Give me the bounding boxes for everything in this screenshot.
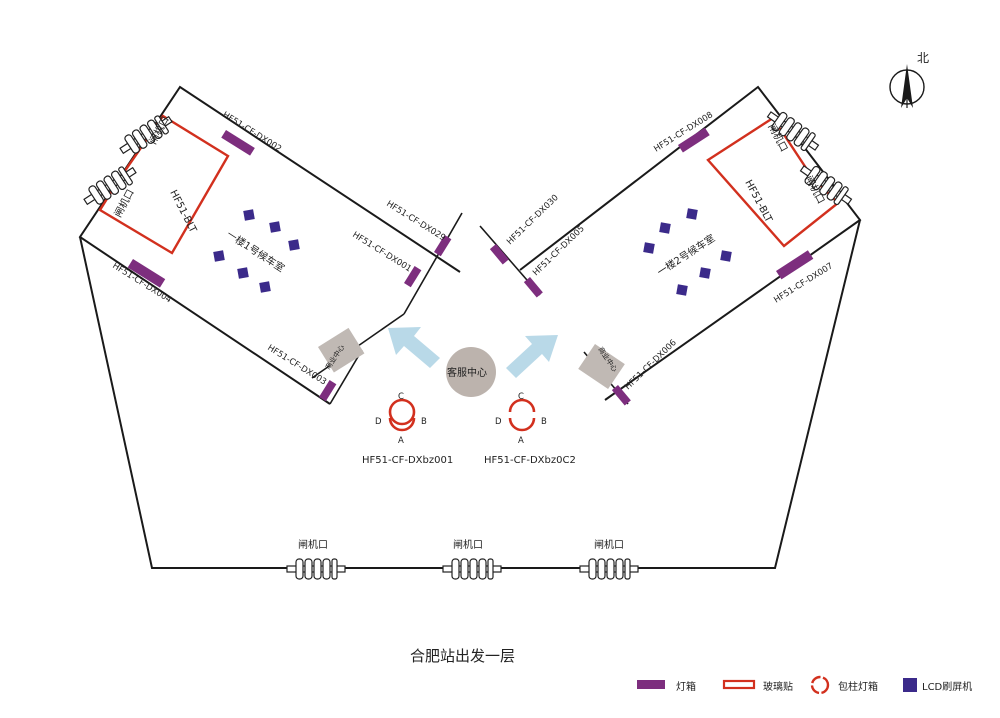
label-bz001: HF51-CF-DXbz001	[362, 455, 453, 466]
wall-segment	[403, 212, 463, 315]
legend: 灯箱 玻璃贴 包柱灯箱 LCD刷屏机	[637, 675, 972, 695]
legend-light-box-swatch	[637, 680, 665, 689]
light-box-dx001	[404, 266, 422, 288]
column-side-c-left: C	[398, 392, 404, 402]
service-center-label: 客服中心	[447, 366, 487, 379]
gate-bottom-3	[579, 558, 639, 580]
column-light-box-bz001	[388, 398, 416, 432]
wall-segment	[329, 349, 363, 405]
light-box-dx006	[611, 385, 631, 406]
small-room-right	[578, 344, 625, 390]
waiting-room-1-label: 一楼1号候车室	[224, 228, 287, 275]
direction-arrow-left	[388, 327, 440, 368]
lcd-screens-left	[213, 209, 300, 293]
legend-glass-sticker-label: 玻璃贴	[763, 680, 793, 693]
column-side-b-right: B	[541, 417, 547, 427]
gate-bottom-2	[442, 558, 502, 580]
label-bz002: HF51-CF-DXbz0C2	[484, 455, 576, 466]
label-dx029: HF51-CF-DX029	[384, 199, 447, 243]
legend-lcd-swatch	[903, 678, 917, 692]
service-center-circle	[446, 347, 496, 397]
map-title: 合肥站出发一层	[410, 647, 515, 665]
light-box-dx005	[523, 277, 543, 298]
direction-arrow-right	[506, 335, 558, 378]
outer-wall-right	[519, 85, 862, 401]
legend-light-box-label: 灯箱	[676, 680, 696, 693]
label-dx006: HF51-CF-DX006	[623, 338, 679, 392]
light-box-dx004	[127, 259, 166, 288]
label-dx001: HF51-CF-DX001	[350, 230, 413, 274]
column-side-d-right: D	[495, 417, 502, 427]
gate-bottom-2-label: 闸机口	[453, 538, 483, 551]
light-box-dx030	[489, 244, 509, 265]
legend-column-box-label: 包柱灯箱	[838, 680, 878, 693]
label-dx030: HF51-CF-DX030	[505, 193, 561, 247]
compass-icon	[889, 64, 925, 108]
legend-glass-sticker-swatch	[722, 679, 756, 690]
light-box-dx007	[776, 250, 814, 280]
glass-room-left	[98, 114, 230, 255]
light-box-dx008	[678, 127, 710, 153]
legend-column-box-swatch	[810, 675, 830, 695]
column-side-c-right: C	[518, 392, 524, 402]
compass-label: 北	[917, 51, 929, 65]
small-room-left	[318, 327, 365, 373]
light-box-dx002	[221, 130, 255, 156]
light-box-dx029	[434, 235, 452, 257]
column-side-a-right: A	[518, 436, 524, 446]
label-dx005: HF51-CF-DX005	[531, 224, 587, 278]
gate-bottom-3-label: 闸机口	[594, 538, 624, 551]
light-box-dx003	[319, 380, 337, 402]
lcd-screens-right	[643, 208, 732, 296]
column-side-a-left: A	[398, 436, 404, 446]
gate-bottom-1	[286, 558, 346, 580]
column-side-d-left: D	[375, 417, 382, 427]
gate-bottom-1-label: 闸机口	[298, 538, 328, 551]
legend-lcd-label: LCD刷屏机	[922, 680, 972, 693]
column-side-b-left: B	[421, 417, 427, 427]
column-light-box-bz002	[508, 398, 536, 432]
room-left-blt-label: HF51-BLT	[167, 188, 198, 235]
